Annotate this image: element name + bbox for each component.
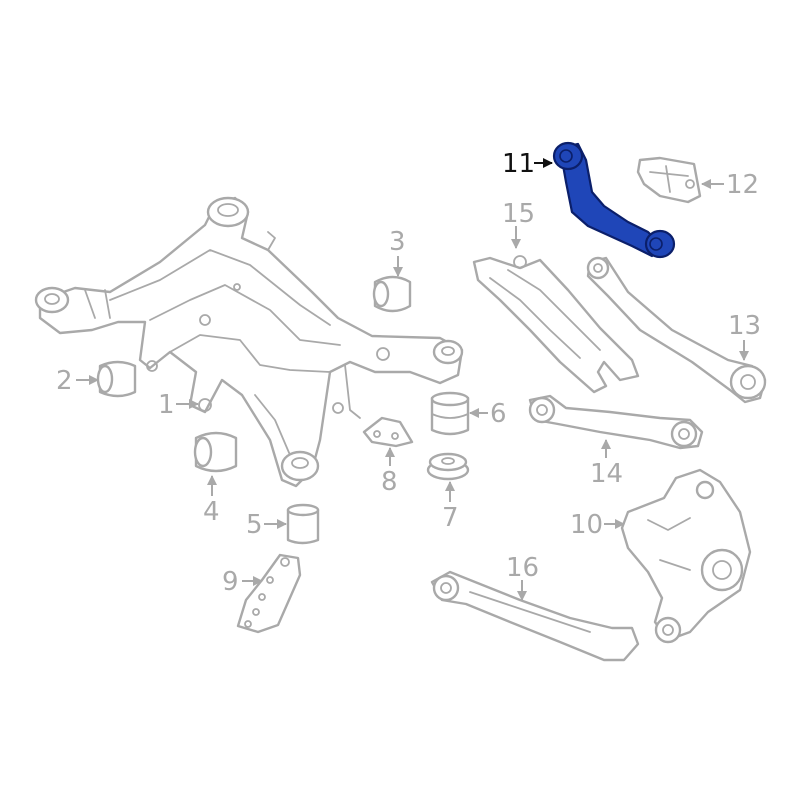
callout-14: 14 (590, 459, 623, 489)
callout-1: 1 (158, 390, 175, 420)
callout-12: 12 (726, 170, 759, 200)
part-10-knuckle (620, 468, 752, 644)
part-6-bushing (430, 391, 470, 436)
callout-6: 6 (490, 399, 507, 429)
callout-16: 16 (506, 553, 539, 583)
callout-9: 9 (222, 567, 239, 597)
part-9-plate (236, 553, 302, 634)
part-3-bushing (372, 275, 412, 313)
callout-8: 8 (381, 467, 398, 497)
part-4-bushing (193, 431, 238, 473)
part-13-link (586, 256, 767, 404)
part-11-control-arm (552, 141, 676, 259)
part-2-bushing (96, 360, 137, 398)
callout-leaders (76, 158, 749, 601)
part-1-subframe (34, 196, 464, 488)
callout-7: 7 (442, 503, 459, 533)
callout-11: 11 (502, 149, 535, 179)
part-16-link (430, 570, 640, 662)
callout-10: 10 (570, 510, 603, 540)
callout-labels: 1 2 3 4 5 6 7 8 9 10 11 12 13 14 15 16 (56, 149, 761, 597)
part-5-bushing (286, 503, 320, 545)
callout-13: 13 (728, 311, 761, 341)
callout-15: 15 (502, 199, 535, 229)
part-15-trailing-arm (472, 255, 640, 394)
part-8-bracket (362, 416, 414, 448)
part-14-link (528, 394, 704, 450)
part-7-mount (426, 452, 470, 481)
part-12-bracket (636, 156, 702, 204)
callout-4: 4 (203, 497, 220, 527)
callout-2: 2 (56, 366, 73, 396)
callout-3: 3 (389, 227, 406, 257)
callout-5: 5 (246, 510, 263, 540)
